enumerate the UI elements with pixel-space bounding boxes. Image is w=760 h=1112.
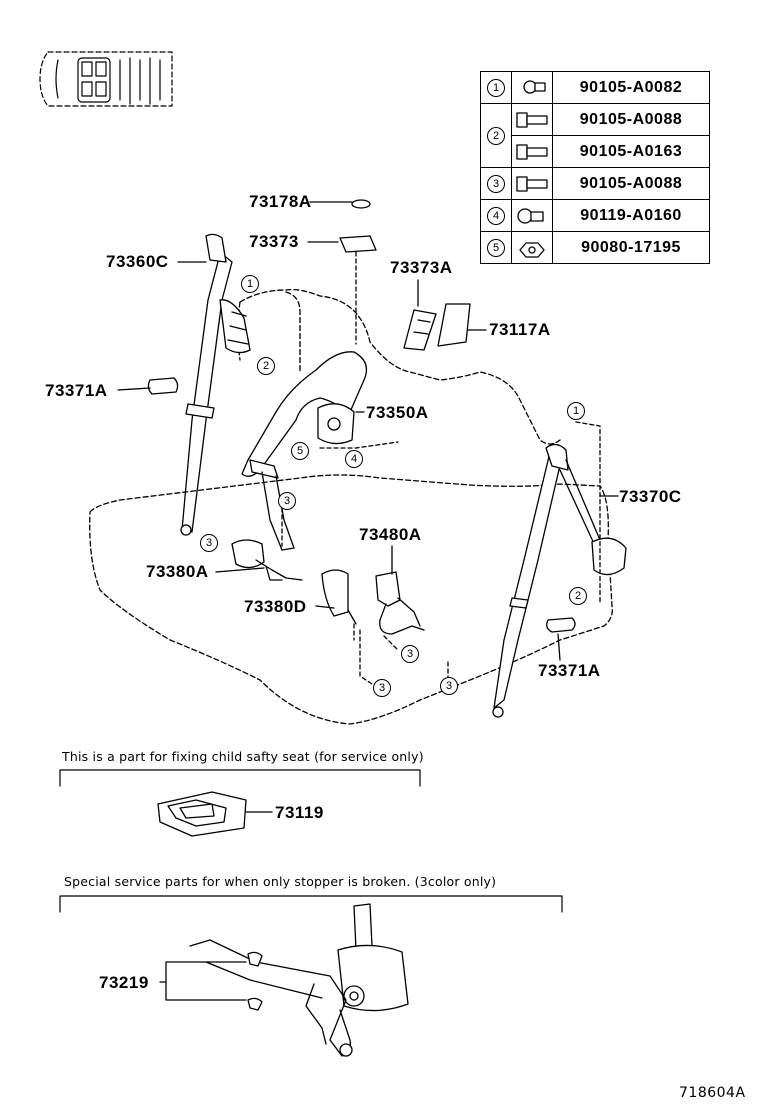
center-belt: [241, 351, 368, 551]
cover-73373a: [403, 309, 437, 351]
callout-73360c[interactable]: 73360C: [106, 252, 169, 271]
ref-marker-1: 1: [241, 275, 259, 293]
ref-marker-4: 4: [345, 450, 363, 468]
ref-number: 1: [487, 79, 505, 97]
ref-marker-3: 3: [278, 492, 296, 510]
callout-73380d[interactable]: 73380D: [244, 597, 307, 616]
ref-number: 3: [487, 175, 505, 193]
long-bolt-icon: [511, 103, 553, 136]
bracket-73373: [339, 235, 377, 253]
part-number: 90119-A0160: [552, 199, 710, 232]
callout-73117a[interactable]: 73117A: [489, 320, 551, 339]
ref-marker-3: 3: [401, 645, 419, 663]
long-bolt-icon: [511, 135, 553, 168]
ref-number: 2: [487, 127, 505, 145]
child-seat-bracket-73119: [157, 791, 247, 837]
callout-73350a[interactable]: 73350A: [366, 403, 429, 422]
table-row: 2 90105-A0088: [480, 103, 710, 168]
seat-outline: [89, 474, 613, 725]
fastener-table: 1 90105-A0082 2 90105-A0088 90105-A0163 …: [480, 71, 710, 264]
ref-marker-2: 2: [569, 587, 587, 605]
ref-number: 5: [487, 239, 505, 257]
buckle-73380a: [231, 539, 303, 581]
part-number: 90105-A0082: [552, 71, 710, 104]
cover-73117a: [437, 303, 471, 347]
ref-marker-2: 2: [257, 357, 275, 375]
child-seat-note: This is a part for fixing child safty se…: [62, 749, 424, 764]
stopper-detail-illustration: [189, 903, 409, 1057]
left-shoulder-belt: [180, 233, 251, 536]
hex-bolt-icon: [511, 199, 553, 232]
callout-73480a[interactable]: 73480A: [359, 525, 422, 544]
callout-73119[interactable]: 73119: [275, 803, 324, 822]
callout-73373[interactable]: 73373: [249, 232, 299, 251]
flange-bolt-icon: [511, 71, 553, 104]
callout-73371a-right[interactable]: 73371A: [538, 661, 601, 680]
washer-73178a: [351, 199, 371, 209]
ref-number: 4: [487, 207, 505, 225]
callout-73371a-left[interactable]: 73371A: [45, 381, 108, 400]
ref-marker-1: 1: [567, 402, 585, 420]
callout-73219[interactable]: 73219: [99, 973, 149, 992]
ref-marker-3: 3: [200, 534, 218, 552]
callout-73178a[interactable]: 73178A: [249, 192, 312, 211]
callout-73380a[interactable]: 73380A: [146, 562, 209, 581]
callout-73373a[interactable]: 73373A: [390, 258, 453, 277]
buckle-73380d: [321, 569, 357, 625]
vehicle-icon: [39, 51, 173, 107]
table-row: 4 90119-A0160: [480, 199, 710, 232]
hex-nut-icon: [511, 231, 553, 264]
table-row: 3 90105-A0088: [480, 167, 710, 200]
figure-number: 718604A: [679, 1085, 746, 1101]
buckle-73480a: [375, 571, 425, 635]
table-row: 90105-A0163: [481, 135, 710, 168]
table-row: 5 90080-17195: [480, 231, 710, 264]
stopper-note: Special service parts for when only stop…: [64, 874, 497, 889]
strap-73371a-right: [546, 617, 576, 633]
part-number: 90080-17195: [552, 231, 710, 264]
ref-marker-3: 3: [373, 679, 391, 697]
part-number: 90105-A0163: [552, 135, 710, 168]
ref-marker-3: 3: [440, 677, 458, 695]
part-number: 90105-A0088: [552, 167, 710, 200]
strap-73371a-left: [147, 377, 179, 395]
long-bolt-icon: [511, 167, 553, 200]
table-row: 1 90105-A0082: [480, 71, 710, 104]
ref-marker-5: 5: [291, 442, 309, 460]
part-number: 90105-A0088: [552, 103, 710, 136]
callout-73370c[interactable]: 73370C: [619, 487, 682, 506]
